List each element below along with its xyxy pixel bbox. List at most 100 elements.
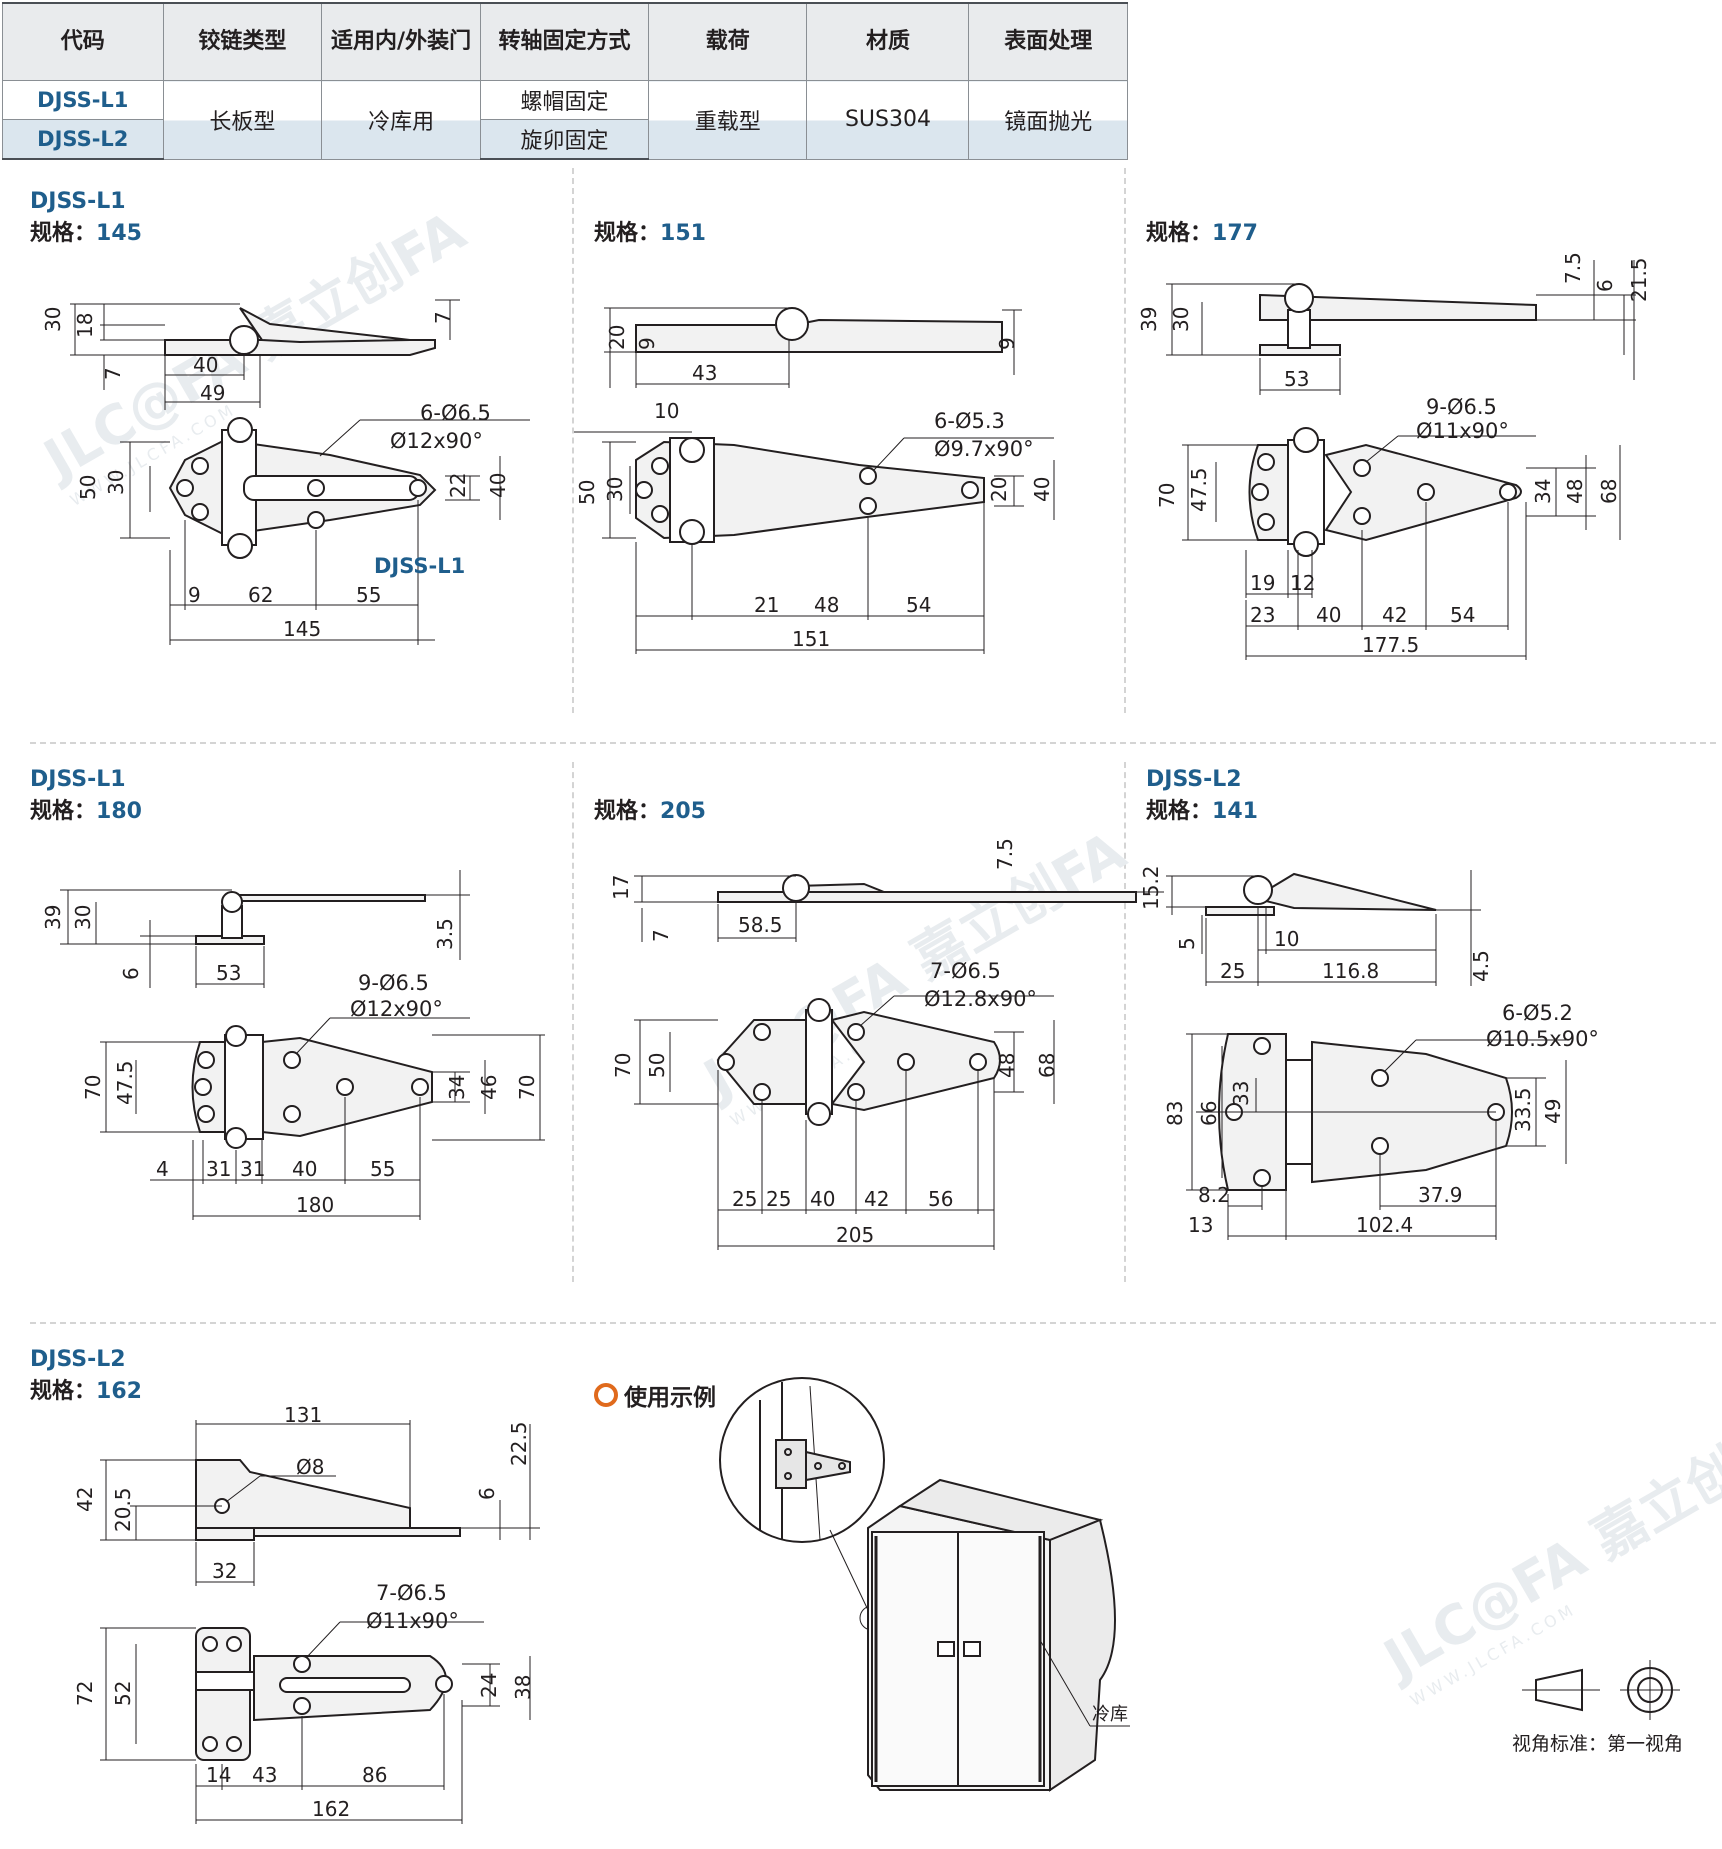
dim-text: 162 xyxy=(312,1797,350,1821)
dim-text: 6 xyxy=(119,967,143,980)
door-cell: 冷库用 xyxy=(321,80,482,160)
dim-text: 20 xyxy=(605,325,629,350)
dim-text: 70 xyxy=(81,1075,105,1100)
header-hinge-type: 铰链类型 xyxy=(162,2,323,81)
dim-text: 50 xyxy=(76,475,100,500)
hole-spec: 7-Ø6.5 xyxy=(376,1581,447,1605)
dim-text: 131 xyxy=(284,1403,322,1427)
dim-text: 151 xyxy=(792,627,830,651)
spec-label: 规格： xyxy=(1146,799,1213,824)
side-view: 131 Ø8 42 20.5 32 6 22.5 xyxy=(73,1403,540,1586)
dim-text: 70 xyxy=(1155,483,1179,508)
header-finish: 表面处理 xyxy=(968,2,1128,81)
dim-text: 30 xyxy=(41,307,65,332)
dim-text: 47.5 xyxy=(113,1060,137,1105)
dim-text: 8.2 xyxy=(1198,1183,1230,1207)
dim-text: 49 xyxy=(1541,1099,1565,1124)
drawing-162: 131 Ø8 42 20.5 32 6 22.5 7-Ø6.5 Ø11x90° … xyxy=(73,1403,540,1824)
dim-text: 22 xyxy=(446,473,470,498)
model-code: DJSS-L1 xyxy=(30,189,126,214)
hole-spec: 6-Ø5.2 xyxy=(1502,1001,1573,1025)
dim-text: 48 xyxy=(1563,479,1587,504)
cell-title-162: DJSS-L2 规格：162 xyxy=(30,1344,142,1408)
drawing-177: 39 30 53 7.5 6 21.5 9-Ø6.5 Ø11x90° 70 47… xyxy=(1137,252,1651,660)
dim-text: 37.9 xyxy=(1418,1183,1463,1207)
dim-text: 40 xyxy=(810,1187,835,1211)
dim-text: 4 xyxy=(156,1157,169,1181)
model-label: DJSS-L1 xyxy=(374,554,465,578)
drawing-141: 15.2 5 25 10 116.8 4.5 6-Ø5.2 Ø10.5x90° … xyxy=(1139,865,1599,1240)
dim-text: 4.5 xyxy=(1469,950,1493,982)
dim-text: 19 xyxy=(1250,571,1275,595)
side-view: 17 7 58.5 7.5 xyxy=(609,838,1164,942)
dim-text: 25 xyxy=(732,1187,757,1211)
spec-table: 代码 铰链类型 适用内/外装门 转轴固定方式 载荷 材质 表面处理 DJSS-L… xyxy=(2,2,1128,160)
dim-text: 102.4 xyxy=(1356,1213,1413,1237)
dim-text: 55 xyxy=(370,1157,395,1181)
dim-text: 86 xyxy=(362,1763,387,1787)
projection-symbol: 视角标准：第一视角 xyxy=(1512,1660,1683,1755)
plan-view: 6-Ø5.2 Ø10.5x90° 83 66 33 33.5 49 8.2 37… xyxy=(1163,1001,1599,1240)
dim-text: 39 xyxy=(41,905,65,930)
dim-text: 30 xyxy=(104,470,128,495)
hole-spec: 9-Ø6.5 xyxy=(358,971,429,995)
dim-text: 9 xyxy=(635,337,659,350)
csk-spec: Ø9.7x90° xyxy=(934,437,1034,461)
dim-text: 40 xyxy=(1030,477,1054,502)
dim-text: 13 xyxy=(1188,1213,1213,1237)
dim-text: 70 xyxy=(611,1053,635,1078)
column-divider xyxy=(1124,762,1126,1282)
drawing-151: 20 9 43 9 6-Ø5.3 Ø9.7x90° 10 50 30 20 40… xyxy=(574,307,1055,654)
dim-text: 47.5 xyxy=(1187,467,1211,512)
dim-text: 30 xyxy=(1169,307,1193,332)
dim-text: 38 xyxy=(511,1675,535,1700)
dim-text: 145 xyxy=(283,617,321,641)
csk-spec: Ø12x90° xyxy=(390,429,483,453)
dim-text: 46 xyxy=(477,1075,501,1100)
dim-text: 68 xyxy=(1597,479,1621,504)
dim-text: 25 xyxy=(766,1187,791,1211)
dim-text: 116.8 xyxy=(1322,959,1379,983)
dim-text: 43 xyxy=(252,1763,277,1787)
dim-text: 54 xyxy=(906,593,931,617)
dim-text: 17 xyxy=(609,875,633,900)
hole-spec: 7-Ø6.5 xyxy=(930,959,1001,983)
table-row: DJSS-L2 旋卯固定 xyxy=(2,119,1128,160)
plan-view: 9-Ø6.5 Ø11x90° 70 47.5 34 48 68 19 12 23… xyxy=(1155,395,1621,660)
cell-title-151: 规格：151 xyxy=(594,218,706,250)
dim-text: 10 xyxy=(654,399,679,423)
header-material: 材质 xyxy=(806,2,970,81)
dim-text: 32 xyxy=(212,1559,237,1583)
dim-text: Ø8 xyxy=(296,1455,324,1479)
dim-text: 34 xyxy=(445,1075,469,1100)
dim-text: 18 xyxy=(73,313,97,338)
dim-text: 83 xyxy=(1163,1101,1187,1126)
row-divider xyxy=(30,1322,1716,1324)
dim-text: 24 xyxy=(477,1673,501,1698)
cell-title-180: DJSS-L1 规格：180 xyxy=(30,764,142,828)
spec-label: 规格： xyxy=(594,221,661,246)
dim-text: 14 xyxy=(206,1763,231,1787)
spec-label: 规格： xyxy=(30,1379,97,1404)
dim-text: 31 xyxy=(240,1157,265,1181)
spec-value: 205 xyxy=(660,799,706,824)
csk-spec: Ø10.5x90° xyxy=(1486,1027,1599,1051)
dim-text: 7.5 xyxy=(1561,252,1585,284)
spec-label: 规格： xyxy=(30,799,97,824)
dim-text: 10 xyxy=(1274,927,1299,951)
spec-table-header: 代码 铰链类型 适用内/外装门 转轴固定方式 载荷 材质 表面处理 xyxy=(2,2,1128,81)
column-divider xyxy=(572,168,574,713)
dim-text: 48 xyxy=(814,593,839,617)
code-cell: DJSS-L1 xyxy=(2,80,164,120)
cell-title-177: 规格：177 xyxy=(1146,218,1258,250)
spec-value: 162 xyxy=(96,1379,142,1404)
fixing-cell: 螺帽固定 xyxy=(480,80,649,120)
plan-view: 7-Ø6.5 Ø11x90° 72 52 24 38 14 43 86 162 xyxy=(73,1581,535,1824)
cell-title-141: DJSS-L2 规格：141 xyxy=(1146,764,1258,828)
spec-label: 规格： xyxy=(1146,221,1213,246)
table-row: DJSS-L1 长板型 冷库用 螺帽固定 重载型 SUS304 镜面抛光 xyxy=(2,80,1128,160)
side-view: 20 9 43 9 xyxy=(604,307,1022,388)
side-view: 39 30 6 53 3.5 xyxy=(41,870,470,988)
row-divider xyxy=(30,742,1716,744)
cell-title-145: DJSS-L1 规格：145 xyxy=(30,186,142,250)
